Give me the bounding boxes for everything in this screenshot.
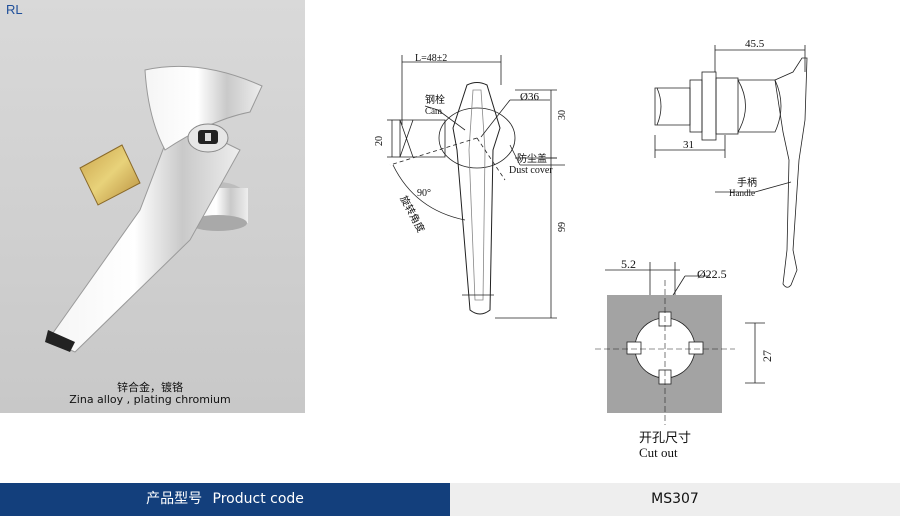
- product-code-label: 产品型号 Product code: [0, 483, 450, 516]
- cam-label: Cam: [425, 106, 442, 116]
- height-20-dim: 20: [374, 136, 385, 146]
- dust-cover-cn-label: 防尘盖: [517, 152, 547, 165]
- height-30-dim: 30: [557, 110, 568, 120]
- rotation-angle-label: 旋转角度: [397, 193, 427, 234]
- handle-en-label: Handle: [729, 188, 755, 198]
- handle-cn-label: 手柄: [737, 176, 757, 189]
- product-code-label-en: Product code: [212, 491, 304, 507]
- product-code-label-bar: 产品型号 Product code: [0, 483, 450, 516]
- product-photo: [45, 65, 263, 353]
- cutout-diameter-dim: Ø22.5: [697, 267, 727, 281]
- series-tag: RL: [6, 2, 23, 17]
- product-code-label-cn: 产品型号: [146, 491, 203, 507]
- steel-label: 钢栓: [425, 93, 445, 106]
- technical-drawing: L=48±2 Ø36 30 20 99 90° 钢栓 Cam 防尘盖 Dust …: [374, 38, 808, 460]
- product-code-value-bar: MS307: [450, 483, 900, 516]
- width-45-dim: 45.5: [745, 38, 765, 50]
- cutout-27-dim: 27: [760, 350, 774, 362]
- cutout-5-2-dim: 5.2: [621, 257, 636, 271]
- height-99-dim: 99: [557, 222, 568, 232]
- length-dim: L=48±2: [415, 53, 447, 64]
- material-en: Zina alloy , plating chromium: [69, 393, 231, 406]
- material-cn: 锌合金，镀铬: [117, 381, 183, 394]
- depth-31-dim: 31: [683, 139, 694, 151]
- cutout-title-en: Cut out: [639, 445, 678, 460]
- product-code-value: MS307: [651, 491, 699, 507]
- diameter-dim: Ø36: [520, 91, 539, 103]
- dust-cover-en-label: Dust cover: [509, 165, 553, 176]
- angle-dim: 90°: [417, 188, 431, 199]
- product-photo-panel: RL 锌合金，镀铬 Zina alloy , plating chromium: [0, 0, 305, 413]
- cutout-title-cn: 开孔尺寸: [639, 430, 691, 445]
